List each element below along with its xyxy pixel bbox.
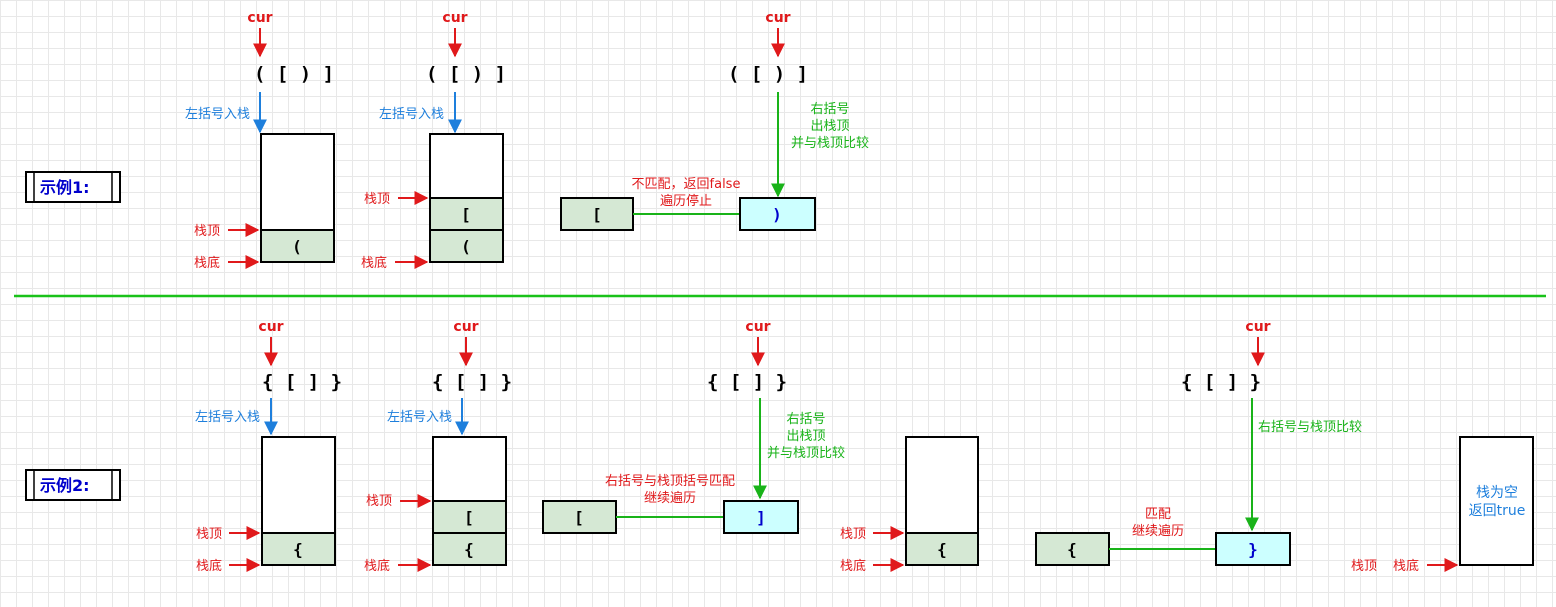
stack-cell-text: [ [464, 508, 474, 527]
pop-label-line1: 右括号 [810, 102, 849, 117]
example1-label-box [25, 171, 121, 203]
bracket-expression: ( [ ) ] [254, 63, 334, 85]
stack-top-label: 栈顶 [364, 192, 390, 207]
current-cell-text: ] [756, 508, 766, 527]
ex2-step6: 栈为空 返回true 栈顶 栈底 [1351, 436, 1534, 574]
example1: 示例1: cur ( [ ) ] 左括号入栈 ( 栈顶 栈底 cur ( [ )… [25, 10, 869, 271]
stack-bottom-label: 栈底 [840, 558, 866, 574]
bracket-expression: { [ ] } [707, 371, 787, 393]
cur-label: cur [453, 319, 478, 335]
stack [1459, 436, 1534, 566]
popped-cell [560, 197, 634, 231]
stack-bottom-label: 栈底 [194, 255, 220, 271]
result-line1: 不匹配，返回false [632, 177, 741, 192]
stack-bottom-label: 栈底 [1393, 558, 1419, 574]
ex1-step3: cur ( [ ) ] 右括号 出栈顶 并与栈顶比较 [ ) 不匹配，返回fal… [560, 10, 869, 231]
stack-top-label: 栈顶 [196, 527, 222, 542]
stack-bottom-label: 栈底 [364, 558, 390, 574]
empty-line1: 栈为空 [1476, 485, 1518, 501]
bracket-expression: ( [ ) ] [426, 63, 506, 85]
cur-label: cur [258, 319, 283, 335]
pop-label-line1: 右括号 [786, 412, 825, 427]
push-label: 左括号入栈 [387, 410, 452, 425]
ex2-step3: cur { [ ] } 右括号 出栈顶 并与栈顶比较 [ ] 右括号与栈顶括号匹… [542, 319, 845, 534]
pop-label-line3: 并与栈顶比较 [767, 446, 845, 461]
current-cell-text: ) [772, 205, 782, 224]
result-line2: 继续遍历 [644, 490, 696, 506]
popped-cell-text: [ [574, 508, 584, 527]
push-label: 左括号入栈 [195, 410, 260, 425]
stack-top-label: 栈顶 [366, 494, 392, 509]
result-line2: 遍历停止 [660, 193, 712, 209]
stack-cell-text: ( [461, 237, 471, 256]
ex2-step2: cur { [ ] } 左括号入栈 [ { 栈顶 栈底 [364, 319, 512, 574]
cur-label: cur [765, 10, 790, 26]
current-cell-text: } [1248, 540, 1258, 559]
ex2-step4: { 栈顶 栈底 [840, 436, 979, 574]
stack-top-label: 栈顶 [1351, 559, 1377, 574]
result-line1: 右括号与栈顶括号匹配 [605, 474, 735, 489]
pop-label-line3: 并与栈顶比较 [791, 136, 869, 151]
stack-top-label: 栈顶 [840, 527, 866, 542]
current-cell [1215, 532, 1291, 566]
ex2-step1: cur { [ ] } 左括号入栈 { 栈顶 栈底 [195, 319, 342, 574]
cur-label: cur [247, 10, 272, 26]
cur-label: cur [442, 10, 467, 26]
ex1-step1: cur ( [ ) ] 左括号入栈 ( 栈顶 栈底 [185, 10, 335, 271]
pop-label-line2: 出栈顶 [786, 429, 825, 444]
result-line2: 继续遍历 [1132, 523, 1184, 539]
stack-cell [432, 500, 507, 534]
stack-cell-text: { [464, 540, 474, 559]
result-line1: 匹配 [1145, 507, 1171, 522]
example2-label: 示例2: [40, 476, 90, 495]
popped-cell-text: [ [592, 205, 602, 224]
compare-label: 右括号与栈顶比较 [1258, 420, 1362, 435]
example2-label-box [25, 469, 121, 501]
cur-label: cur [745, 319, 770, 335]
stack-cell-text: [ [461, 205, 471, 224]
stack-cell [432, 532, 507, 566]
stack-cell-text: { [293, 540, 303, 559]
current-cell [723, 500, 799, 534]
stack-bottom-label: 栈底 [361, 255, 387, 271]
stack-cell [905, 532, 979, 566]
stack-cell-text: { [937, 540, 947, 559]
empty-line2: 返回true [1469, 503, 1526, 519]
popped-cell [542, 500, 617, 534]
bracket-expression: { [ ] } [1181, 371, 1261, 393]
example2: 示例2: cur { [ ] } 左括号入栈 { 栈顶 栈底 cur { [ ]… [25, 319, 1534, 574]
bracket-expression: { [ ] } [432, 371, 512, 393]
cur-label: cur [1245, 319, 1270, 335]
stack-bottom-label: 栈底 [196, 558, 222, 574]
stack-cell-text: ( [292, 237, 302, 256]
current-cell [739, 197, 816, 231]
push-label: 左括号入栈 [379, 107, 444, 122]
bracket-expression: { [ ] } [262, 371, 342, 393]
pop-label-line2: 出栈顶 [810, 119, 849, 134]
stack-cell [260, 229, 335, 263]
stack-cell [429, 229, 504, 263]
ex2-step5: cur { [ ] } 右括号与栈顶比较 { } 匹配 继续遍历 [1035, 319, 1362, 566]
bracket-expression: ( [ ) ] [728, 63, 808, 85]
popped-cell-text: { [1067, 540, 1077, 559]
stack-top-label: 栈顶 [194, 224, 220, 239]
push-label: 左括号入栈 [185, 107, 250, 122]
example1-label: 示例1: [40, 178, 90, 197]
stack-cell [261, 532, 336, 566]
ex1-step2: cur ( [ ) ] 左括号入栈 [ ( 栈顶 栈底 [361, 10, 506, 271]
